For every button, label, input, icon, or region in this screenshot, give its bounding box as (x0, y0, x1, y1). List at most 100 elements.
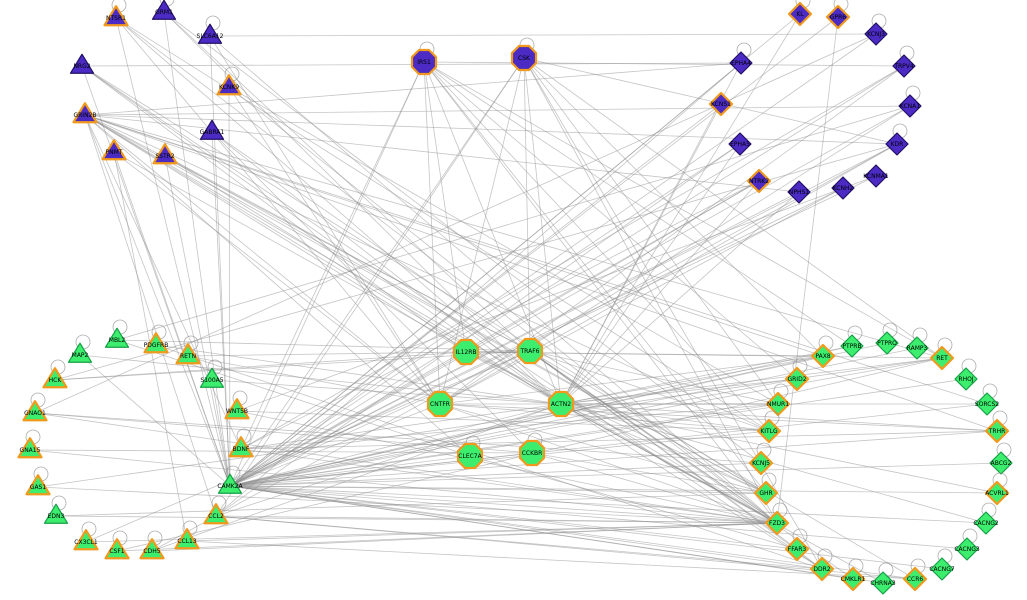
edge-S100A5-ACTN2 (211, 379, 562, 405)
node-RHOJ[interactable]: RHOJ (954, 358, 978, 391)
node-CCR6[interactable]: CCR6 (902, 558, 928, 592)
node-shape-triangle (67, 342, 93, 363)
node-GRM1[interactable]: GRM1 (151, 0, 177, 20)
node-ABCG2[interactable]: ABCG2 (989, 442, 1013, 475)
node-CCL2[interactable]: CCL2 (203, 495, 229, 525)
node-shape-octagon (510, 44, 538, 72)
node-EDN3[interactable]: EDN3 (43, 495, 69, 524)
node-ACVRL1[interactable]: ACVRL1 (984, 472, 1010, 506)
node-shape-triangle (101, 139, 127, 161)
edge-CDH5-ACTN2 (151, 403, 562, 552)
node-shape-triangle (152, 143, 178, 165)
node-shape-diamond (885, 132, 909, 156)
node-WNT5B[interactable]: WNT5B (224, 390, 250, 420)
node-shape-octagon (426, 390, 454, 418)
edge-KCNS1-ACTN2 (560, 103, 722, 405)
edge-SLC6A12-FZD3 (209, 35, 778, 524)
node-IL12RB[interactable]: IL12RB (452, 338, 480, 366)
edge-GNAO1-FZD3 (34, 412, 778, 524)
node-CNTFR[interactable]: CNTFR (426, 390, 454, 418)
edge-GRIN2B-IL12RB (84, 114, 467, 353)
node-SLC6A12[interactable]: SLC6A12 (197, 15, 224, 44)
node-KCNJ3[interactable]: KCNJ3 (864, 13, 888, 46)
node-EPHA5[interactable]: EPHA5 (728, 132, 752, 156)
node-KCNS1[interactable]: KCNS1 (708, 91, 734, 117)
edge-CAMK2A-FFAR3 (229, 485, 798, 550)
node-CSF1[interactable]: CSF1 (104, 530, 130, 560)
node-GRIN2B[interactable]: GRIN2B (72, 102, 98, 124)
node-GNA15[interactable]: GNA15 (17, 429, 43, 459)
node-shape-triangle (203, 503, 229, 525)
edge-IRS1-KITLG (423, 61, 770, 432)
node-PTPRO[interactable]: PTPRO (875, 322, 899, 355)
edge-GNAO1-CCKBR (34, 412, 533, 454)
node-KCNK9[interactable]: KCNK9 (216, 66, 242, 96)
node-PNMT[interactable]: PNMT (101, 139, 127, 161)
edge-CAMK2A-FZD3 (229, 485, 778, 524)
node-shape-diamond (984, 418, 1010, 444)
node-shape-diamond (746, 168, 772, 194)
edge-TRAF6-NMUR1 (529, 350, 779, 405)
node-TRPV4[interactable]: TRPV4 (892, 45, 916, 78)
node-GAS1[interactable]: GAS1 (25, 466, 51, 496)
edge-CSK-RET (523, 57, 943, 359)
node-shape-diamond (902, 566, 928, 592)
edge-ACTN2-DDR2 (560, 403, 823, 570)
node-CCKBR[interactable]: CCKBR (518, 432, 546, 467)
edge-KCNK9-CAMK2A (228, 86, 231, 487)
node-shape-triangle (73, 529, 99, 551)
node-IRS1[interactable]: IRS1 (410, 41, 438, 76)
node-TRHR[interactable]: TRHR (984, 410, 1010, 444)
edge-TRAF6-CCR6 (529, 350, 916, 580)
node-CACNG2[interactable]: CACNG2 (973, 502, 999, 535)
edge-PNMT-FZD3 (113, 151, 778, 524)
edge-IL12RB-GHR (465, 351, 767, 494)
node-RET[interactable]: RET (929, 337, 955, 371)
node-shape-diamond (787, 1, 813, 27)
node-NPHS1[interactable]: NPHS1 (787, 180, 811, 204)
node-KITLG[interactable]: KITLG (756, 410, 782, 444)
node-RAMP3[interactable]: RAMP3 (905, 327, 929, 360)
node-shape-triangle (224, 398, 250, 420)
node-NRG2[interactable]: NRG2 (69, 53, 95, 74)
edge-KCNS1-CAMK2A (229, 103, 722, 487)
node-CX3CL1[interactable]: CX3CL1 (73, 521, 99, 551)
node-GNAO1[interactable]: GNAO1 (22, 392, 48, 422)
node-SORCS2[interactable]: SORCS2 (975, 383, 999, 416)
node-KCNA1[interactable]: KCNA1 (898, 85, 922, 118)
node-KL[interactable]: KL (787, 0, 813, 27)
node-PAX8[interactable]: PAX8 (810, 335, 836, 369)
node-shape-diamond (708, 91, 734, 117)
edge-CSK-ACTN2 (523, 57, 562, 405)
node-shape-diamond (929, 345, 955, 371)
edge-PNMT-CNTFR (113, 151, 441, 405)
edge-CNTFR-GHR (439, 403, 767, 494)
node-TRAF6[interactable]: TRAF6 (516, 337, 544, 365)
edge-GRIN2B-KITLG (84, 114, 770, 432)
node-GHR[interactable]: GHR (753, 472, 779, 506)
node-KCNMA1[interactable]: KCNMA1 (863, 164, 889, 188)
node-GPR6[interactable]: GPR6 (825, 0, 851, 30)
node-CACNG3[interactable]: CACNG3 (954, 528, 980, 561)
node-shape-diamond (787, 180, 811, 204)
node-ACTN2[interactable]: ACTN2 (547, 390, 575, 418)
node-MBL2[interactable]: MBL2 (104, 319, 130, 348)
edge-NTSR1-CAMK2A (115, 17, 231, 487)
node-HCK[interactable]: HCK (42, 359, 68, 389)
node-CCL13[interactable]: CCL13 (174, 520, 200, 550)
node-CSK[interactable]: CSK (510, 37, 538, 72)
edge-PNMT-CAMK2A (113, 151, 231, 487)
edge-CAMK2A-KITLG (229, 430, 770, 487)
node-shape-diamond (831, 176, 855, 200)
node-CACNG7[interactable]: CACNG7 (929, 548, 955, 581)
edge-CNTFR-FZD3 (439, 403, 778, 524)
node-SSTR2[interactable]: SSTR2 (152, 143, 178, 165)
node-shape-diamond (984, 480, 1010, 506)
edge-SSTR2-CAMK2A (164, 155, 231, 487)
node-NTSR1[interactable]: NTSR1 (103, 0, 129, 27)
node-KDR[interactable]: KDR (885, 123, 909, 156)
edge-CAMK2A-TRHR (229, 430, 998, 487)
node-MAP2[interactable]: MAP2 (67, 334, 93, 363)
